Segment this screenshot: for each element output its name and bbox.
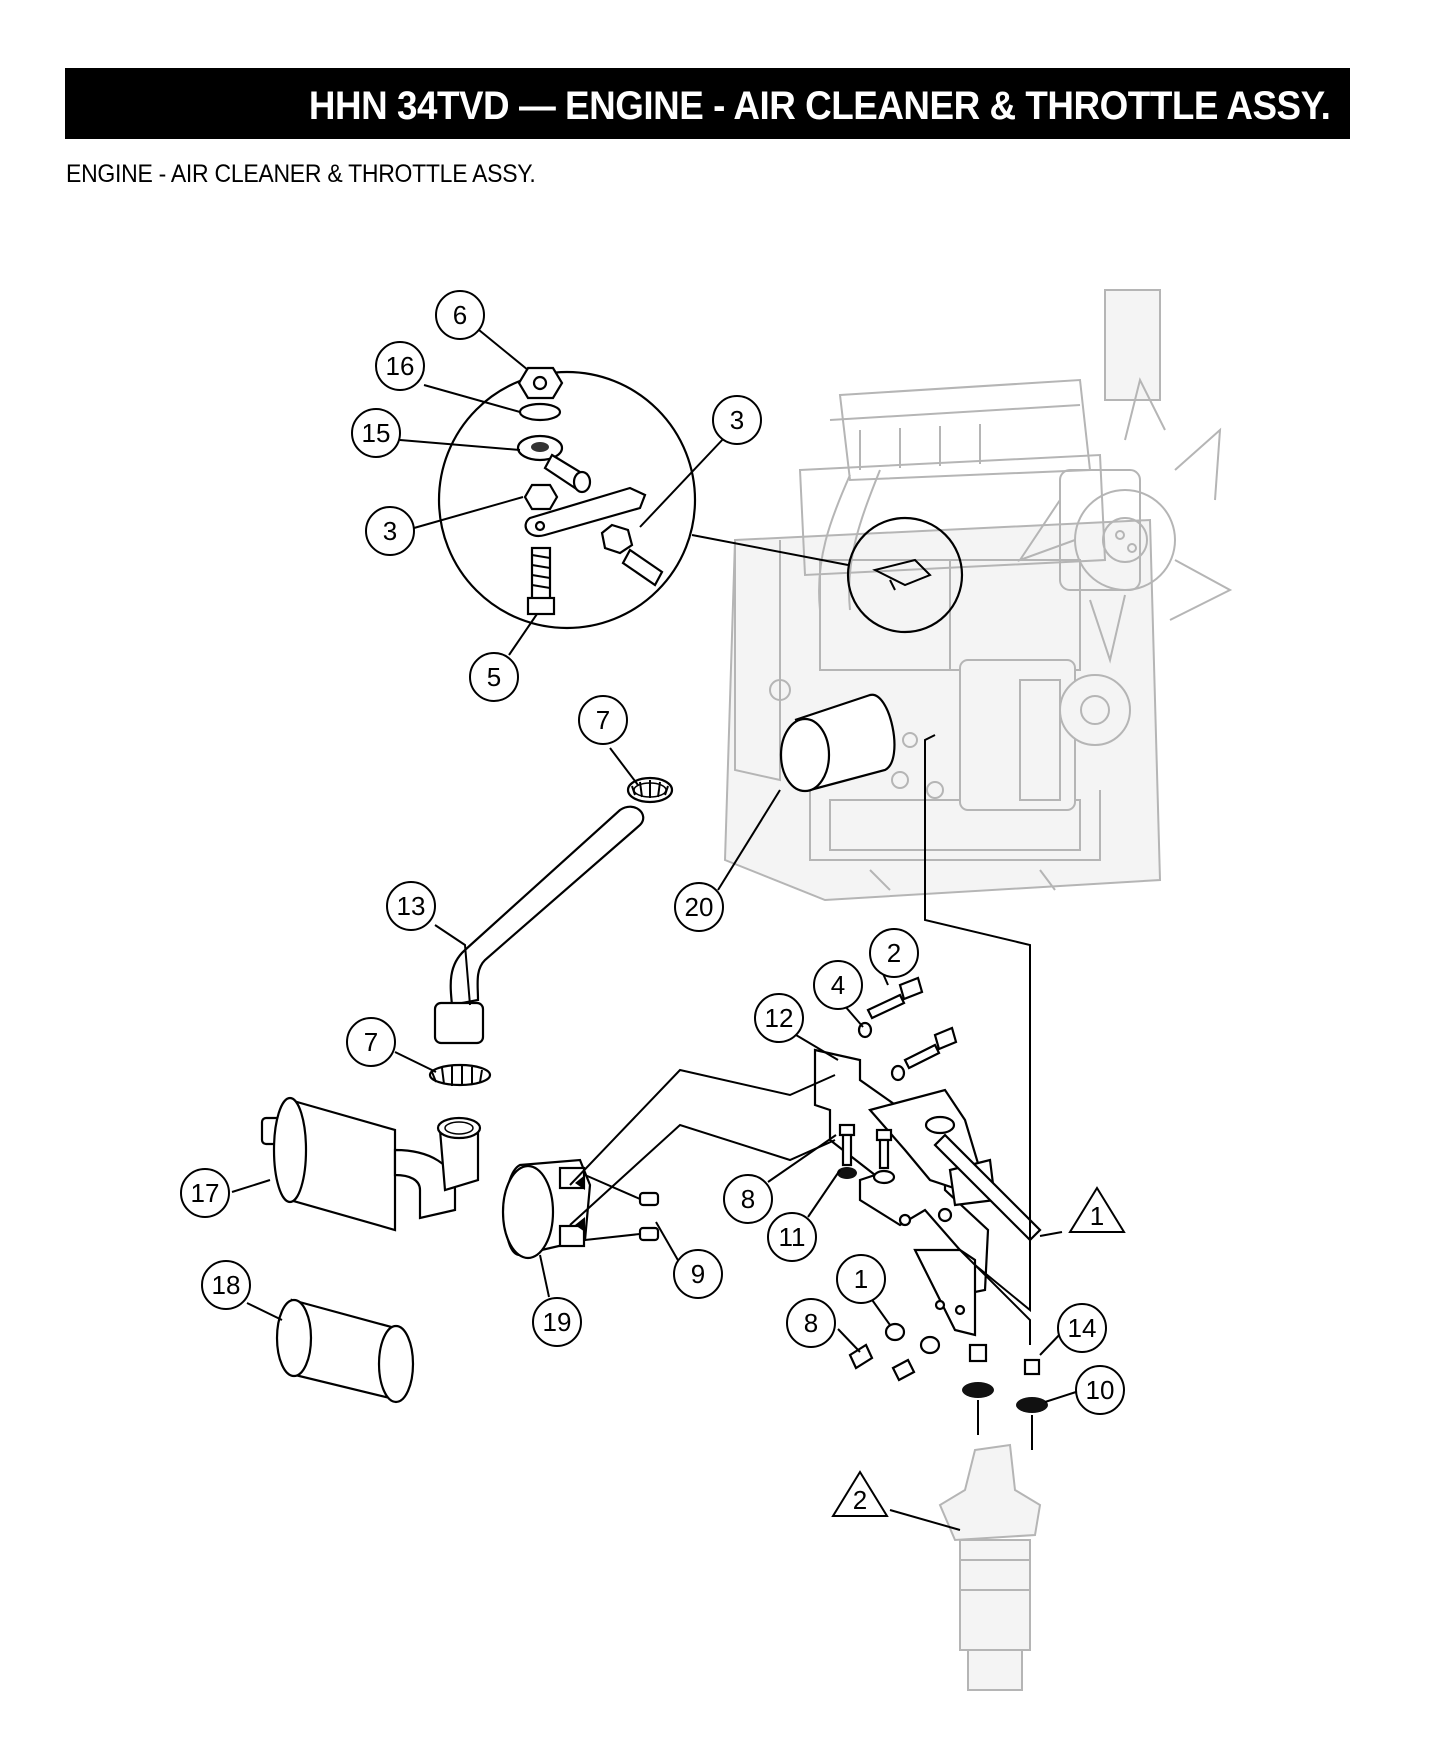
callout-8-upper: 8 — [723, 1174, 773, 1224]
part-20-air-cleaner-element — [779, 693, 896, 793]
svg-text:8: 8 — [741, 1184, 755, 1214]
svg-text:16: 16 — [386, 351, 415, 381]
svg-text:7: 7 — [364, 1027, 378, 1057]
svg-text:18: 18 — [212, 1270, 241, 1300]
part-5-bolt — [526, 546, 556, 616]
callout-6: 6 — [435, 290, 485, 340]
fuel-filter-assembly — [938, 1443, 1042, 1691]
callout-9: 9 — [673, 1249, 723, 1299]
leader-lines — [569, 734, 1031, 1345]
svg-text:3: 3 — [730, 405, 744, 435]
callout-16: 16 — [375, 341, 425, 391]
callout-5: 5 — [469, 652, 519, 702]
part-18-filter-element — [275, 1298, 415, 1404]
note-triangle-1: 1 — [1068, 1186, 1126, 1233]
svg-text:10: 10 — [1086, 1375, 1115, 1405]
callout-7-upper: 7 — [578, 695, 628, 745]
svg-text:13: 13 — [397, 891, 426, 921]
title-bar: HHN 34TVD — ENGINE - AIR CLEANER & THROT… — [65, 68, 1350, 139]
part-7-clamp-upper — [626, 776, 674, 804]
callout-leaders — [231, 329, 1077, 1531]
note-triangle-2: 2 — [831, 1470, 889, 1517]
svg-text:20: 20 — [685, 892, 714, 922]
svg-text:15: 15 — [362, 418, 391, 448]
callout-14: 14 — [1057, 1303, 1107, 1353]
svg-text:5: 5 — [487, 662, 501, 692]
part-10-14-isolators — [962, 1343, 1048, 1450]
callout-8-lower: 8 — [786, 1298, 836, 1348]
svg-text:1: 1 — [1090, 1201, 1104, 1231]
engine-illustration — [723, 289, 1233, 902]
part-9-bolts — [584, 1174, 660, 1242]
svg-text:12: 12 — [765, 1003, 794, 1033]
callout-11: 11 — [767, 1212, 817, 1262]
svg-text:2: 2 — [887, 938, 901, 968]
callout-4: 4 — [813, 960, 863, 1010]
callout-2: 2 — [869, 928, 919, 978]
callout-15: 15 — [351, 408, 401, 458]
callout-7-lower: 7 — [346, 1017, 396, 1067]
svg-text:1: 1 — [854, 1264, 868, 1294]
svg-text:7: 7 — [596, 705, 610, 735]
part-3-nut-right — [600, 523, 664, 587]
part-3-nut-left — [523, 483, 559, 511]
svg-text:19: 19 — [543, 1307, 572, 1337]
svg-text:6: 6 — [453, 300, 467, 330]
part-17-air-cleaner-housing — [260, 1096, 482, 1232]
callout-13: 13 — [386, 881, 436, 931]
svg-text:17: 17 — [191, 1178, 220, 1208]
callout-17: 17 — [180, 1168, 230, 1218]
callout-3-left: 3 — [365, 506, 415, 556]
part-8-11-bolts-washers — [837, 1123, 941, 1382]
svg-text:14: 14 — [1068, 1313, 1097, 1343]
page-subtitle: ENGINE - AIR CLEANER & THROTTLE ASSY. — [66, 160, 536, 188]
svg-text:2: 2 — [853, 1485, 867, 1515]
callout-20: 20 — [674, 882, 724, 932]
callout-12: 12 — [754, 993, 804, 1043]
callout-18: 18 — [201, 1260, 251, 1310]
svg-text:4: 4 — [831, 970, 845, 1000]
callout-1: 1 — [836, 1254, 886, 1304]
page-title: HHN 34TVD — ENGINE - AIR CLEANER & THROT… — [308, 84, 1330, 128]
part-7-clamp-lower — [428, 1063, 492, 1087]
part-19-band — [501, 1158, 592, 1260]
callout-3-right: 3 — [712, 395, 762, 445]
part-15-rod-end — [516, 434, 592, 494]
callout-10: 10 — [1075, 1365, 1125, 1415]
part-2-4-bolts-washers — [857, 976, 958, 1082]
svg-text:3: 3 — [383, 516, 397, 546]
svg-text:11: 11 — [779, 1222, 806, 1252]
svg-text:8: 8 — [804, 1308, 818, 1338]
part-16-washer — [518, 402, 562, 422]
part-6-nut — [517, 366, 564, 400]
part-13-hose — [433, 805, 645, 1045]
svg-text:9: 9 — [691, 1259, 705, 1289]
throttle-arm — [524, 486, 647, 538]
part-12-bracket — [813, 1048, 1042, 1337]
callout-19: 19 — [532, 1297, 582, 1347]
